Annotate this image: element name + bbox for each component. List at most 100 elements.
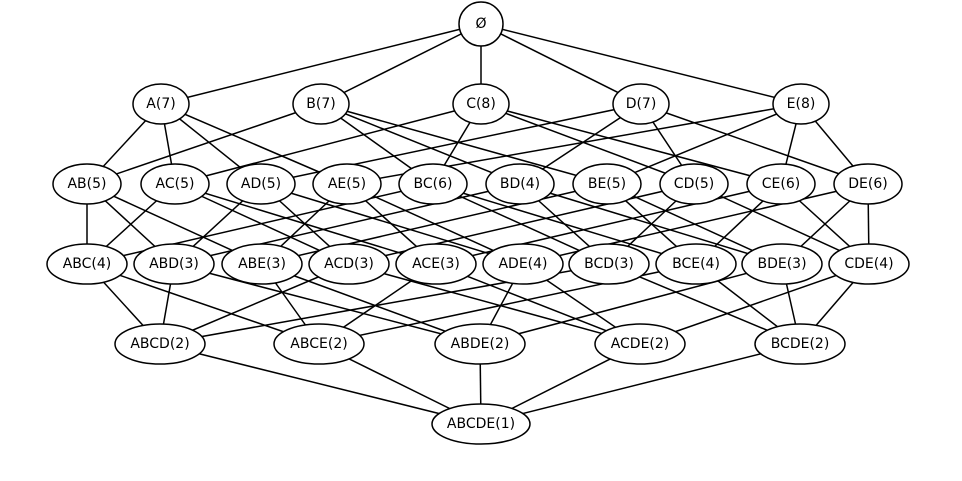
node-bde: BDE(3) <box>741 243 823 285</box>
node-ellipse-bde <box>741 243 823 285</box>
node-label-e: E(8) <box>787 96 816 112</box>
edge-cde-acde <box>639 263 870 345</box>
node-cd: CD(5) <box>659 163 729 205</box>
node-ellipse-ae <box>312 163 382 205</box>
node-ellipse-ade <box>482 243 564 285</box>
edge-c-cd <box>480 103 695 185</box>
node-ellipse-abce <box>273 323 365 365</box>
node-label-bd: BD(4) <box>500 176 540 192</box>
edge-abd-abde <box>173 263 481 345</box>
node-label-acde: ACDE(2) <box>611 336 670 352</box>
node-label-abce: ABCE(2) <box>290 336 347 352</box>
node-label-abd: ABD(3) <box>149 256 199 272</box>
node-bcd: BCD(3) <box>568 243 650 285</box>
node-acd: ACD(3) <box>308 243 390 285</box>
node-label-abcde: ABCDE(1) <box>447 416 515 432</box>
node-ellipse-ab <box>52 163 122 205</box>
node-empty: Ø <box>458 1 504 47</box>
node-de: DE(6) <box>833 163 903 205</box>
node-ellipse-acd <box>308 243 390 285</box>
node-ellipse-cde <box>828 243 910 285</box>
node-bce: BCE(4) <box>655 243 737 285</box>
node-ae: AE(5) <box>312 163 382 205</box>
node-label-ade: ADE(4) <box>498 256 547 272</box>
node-label-bde: BDE(3) <box>757 256 806 272</box>
node-b: B(7) <box>292 83 350 125</box>
node-bc: BC(6) <box>398 163 468 205</box>
edge-b-ab <box>86 103 322 185</box>
node-label-b: B(7) <box>306 96 335 112</box>
node-ellipse-abde <box>434 323 526 365</box>
node-ellipse-d <box>612 83 670 125</box>
node-bd: BD(4) <box>485 163 555 205</box>
node-ad: AD(5) <box>226 163 296 205</box>
node-be: BE(5) <box>572 163 642 205</box>
edge-empty-d <box>480 23 642 105</box>
node-label-ac: AC(5) <box>156 176 195 192</box>
node-label-bc: BC(6) <box>414 176 453 192</box>
node-label-bce: BCE(4) <box>672 256 720 272</box>
node-a: A(7) <box>132 83 190 125</box>
node-ade: ADE(4) <box>482 243 564 285</box>
node-ellipse-abc <box>46 243 128 285</box>
node-abde: ABDE(2) <box>434 323 526 365</box>
edge-c-ce <box>480 103 782 185</box>
node-abcd: ABCD(2) <box>114 323 206 365</box>
node-acde: ACDE(2) <box>594 323 686 365</box>
node-d: D(7) <box>612 83 670 125</box>
node-ellipse-cd <box>659 163 729 205</box>
node-ellipse-abd <box>133 243 215 285</box>
node-ellipse-abcde <box>431 403 531 445</box>
node-label-a: A(7) <box>146 96 175 112</box>
node-ellipse-e <box>772 83 830 125</box>
node-label-ab: AB(5) <box>67 176 106 192</box>
node-label-ace: ACE(3) <box>412 256 460 272</box>
edge-empty-a <box>160 23 482 105</box>
node-ellipse-abe <box>221 243 303 285</box>
node-label-de: DE(6) <box>848 176 887 192</box>
node-label-bcd: BCD(3) <box>584 256 634 272</box>
edge-abcd-abcde <box>159 343 482 425</box>
node-ellipse-abcd <box>114 323 206 365</box>
node-label-bcde: BCDE(2) <box>771 336 830 352</box>
edge-e-be <box>606 103 802 185</box>
node-label-d: D(7) <box>626 96 657 112</box>
node-label-c: C(8) <box>466 96 496 112</box>
node-ellipse-empty <box>458 1 504 47</box>
node-ac: AC(5) <box>140 163 210 205</box>
node-label-cd: CD(5) <box>674 176 714 192</box>
node-ellipse-bce <box>655 243 737 285</box>
node-label-cde: CDE(4) <box>844 256 893 272</box>
node-abc: ABC(4) <box>46 243 128 285</box>
node-label-abc: ABC(4) <box>63 256 112 272</box>
node-ellipse-bcd <box>568 243 650 285</box>
node-ellipse-ce <box>746 163 816 205</box>
node-abd: ABD(3) <box>133 243 215 285</box>
edge-b-be <box>320 103 608 185</box>
node-label-acd: ACD(3) <box>324 256 374 272</box>
edge-bcde-abcde <box>480 343 801 425</box>
node-ellipse-bc <box>398 163 468 205</box>
node-ellipse-c <box>452 83 510 125</box>
node-label-abde: ABDE(2) <box>451 336 510 352</box>
node-ab: AB(5) <box>52 163 122 205</box>
edge-b-bd <box>320 103 521 185</box>
node-label-empty: Ø <box>475 16 486 32</box>
edge-a-ae <box>160 103 348 185</box>
node-label-ce: CE(6) <box>762 176 800 192</box>
node-c: C(8) <box>452 83 510 125</box>
node-ellipse-be <box>572 163 642 205</box>
node-label-ae: AE(5) <box>328 176 366 192</box>
node-ce: CE(6) <box>746 163 816 205</box>
node-e: E(8) <box>772 83 830 125</box>
node-abce: ABCE(2) <box>273 323 365 365</box>
node-ellipse-de <box>833 163 903 205</box>
node-ellipse-bcde <box>754 323 846 365</box>
node-label-abe: ABE(3) <box>238 256 286 272</box>
edge-empty-e <box>480 23 802 105</box>
node-label-be: BE(5) <box>588 176 626 192</box>
node-bcde: BCDE(2) <box>754 323 846 365</box>
node-ellipse-ad <box>226 163 296 205</box>
node-ellipse-ac <box>140 163 210 205</box>
node-ellipse-bd <box>485 163 555 205</box>
